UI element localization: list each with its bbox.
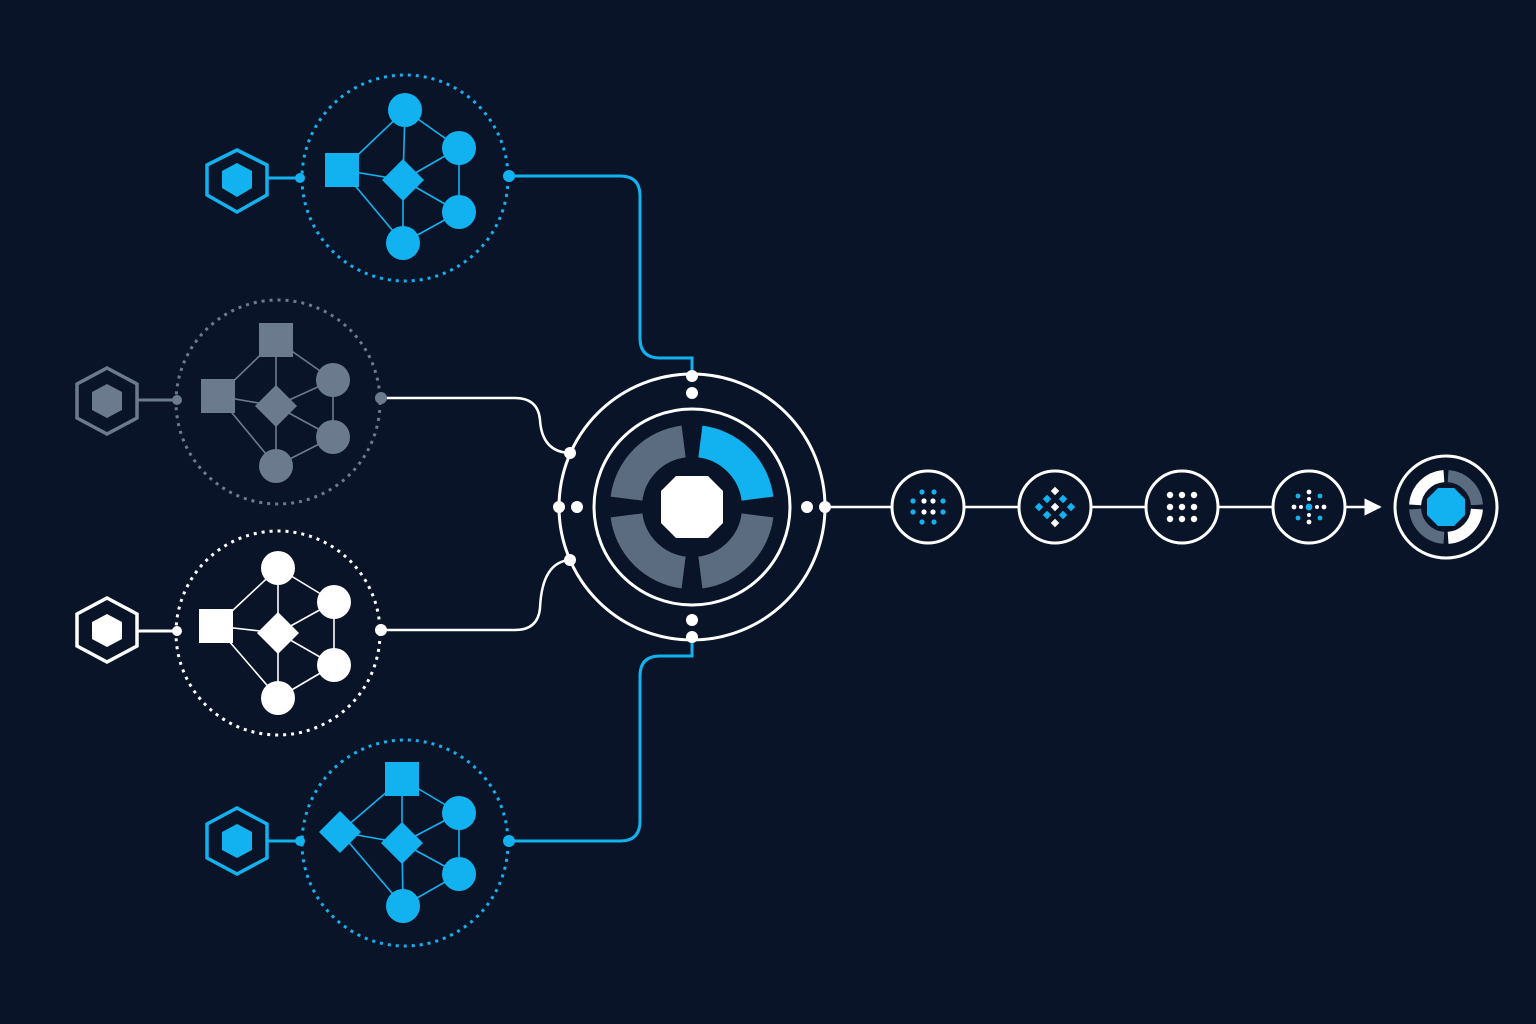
graph-node	[257, 612, 299, 654]
graph-node	[385, 762, 419, 796]
connector-cluster-4	[509, 640, 694, 843]
connector-cluster-2	[382, 396, 571, 455]
graph-node	[316, 363, 350, 397]
pipeline-stage	[890, 469, 966, 545]
hexagon-icon	[75, 596, 139, 664]
input-cluster	[205, 73, 515, 283]
graph-node	[201, 379, 235, 413]
octagon-core-icon	[661, 476, 723, 538]
hexagon-core-icon	[222, 824, 252, 858]
graph-node	[261, 681, 295, 715]
hexagon-core-icon	[92, 614, 122, 647]
hexagon-icon	[205, 148, 269, 215]
pipeline-stage	[1144, 469, 1220, 545]
graph-node	[442, 857, 476, 891]
hexagon-icon	[75, 366, 139, 436]
dot-grid-white-icon	[1166, 491, 1198, 523]
graph-node	[388, 93, 422, 127]
connector-lines	[382, 174, 694, 843]
graph-node	[255, 385, 297, 427]
graph-node	[317, 585, 351, 619]
radial-dots-icon	[1291, 489, 1327, 525]
input-cluster	[75, 529, 387, 737]
connector-cluster-3	[382, 558, 571, 632]
connector-cluster-1	[509, 174, 694, 373]
graph-node	[381, 822, 423, 864]
graph-node	[261, 551, 295, 585]
diamond-dot-grid-icon	[1034, 486, 1076, 528]
graph-node	[259, 323, 293, 357]
input-cluster	[205, 738, 515, 948]
graph-node	[386, 226, 420, 260]
graph-node	[442, 796, 476, 830]
graph-node	[259, 449, 293, 483]
pipeline-stage	[1271, 469, 1347, 545]
pipeline-stage	[1017, 469, 1093, 545]
hexagon-core-icon	[92, 384, 122, 418]
central-hub	[553, 370, 831, 643]
graph-node	[442, 131, 476, 165]
graph-node	[382, 159, 424, 201]
hexagon-core-icon	[222, 163, 252, 197]
graph-node	[317, 648, 351, 682]
octagon-output-icon	[1427, 488, 1465, 526]
graph-node	[199, 609, 233, 643]
hub-donut	[610, 425, 774, 589]
graph-node	[325, 153, 359, 187]
graph-node	[442, 195, 476, 229]
output-node	[1393, 454, 1499, 560]
hexagon-icon	[205, 806, 269, 876]
graph-node	[316, 420, 350, 454]
input-cluster	[75, 298, 387, 506]
graph-node	[386, 889, 420, 923]
graph-node	[319, 811, 361, 853]
dot-grid-mixed-icon	[910, 489, 946, 525]
